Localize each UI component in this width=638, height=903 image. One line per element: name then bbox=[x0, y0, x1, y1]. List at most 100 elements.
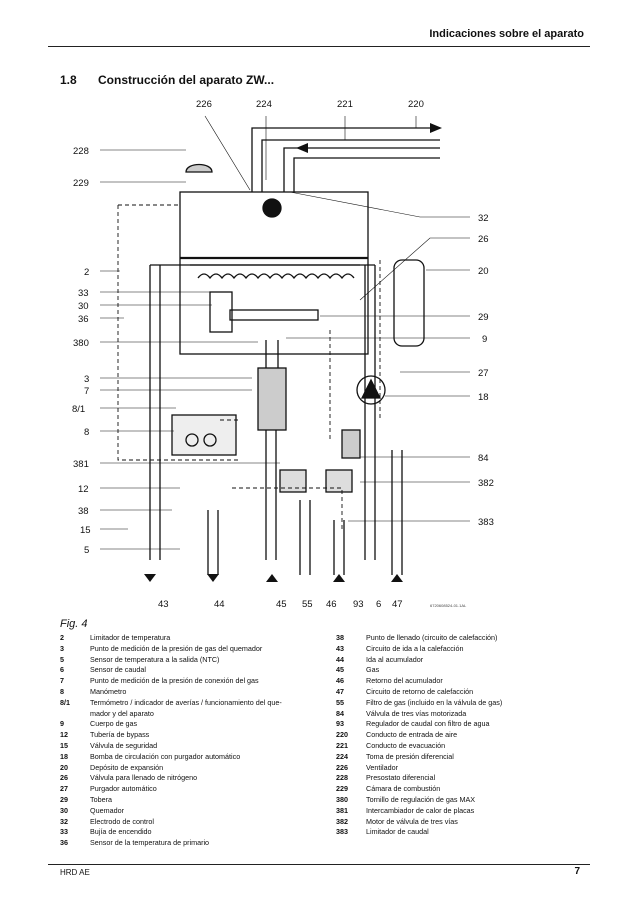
label-29: 29 bbox=[478, 312, 489, 323]
legend-text: Cámara de combustión bbox=[366, 784, 441, 794]
fan bbox=[262, 198, 282, 218]
label-381: 381 bbox=[73, 459, 89, 470]
legend-row: 93 Regulador de caudal con filtro de agua bbox=[336, 719, 586, 730]
legend-key: 12 bbox=[60, 730, 68, 740]
legend-text: Ventilador bbox=[366, 762, 398, 772]
legend-text: Bomba de circulación con purgador automá… bbox=[90, 751, 241, 761]
label-20: 20 bbox=[478, 266, 489, 277]
legend-text: Circuito de retorno de calefacción bbox=[366, 686, 474, 696]
legend-text: Regulador de caudal con filtro de agua bbox=[366, 719, 490, 729]
legend-row: 55 Filtro de gas (incluido en la válvula … bbox=[336, 698, 586, 709]
legend-row: 33 Bujía de encendido bbox=[60, 827, 322, 838]
legend-text: Filtro de gas (incluido en la válvula de… bbox=[366, 697, 503, 707]
legend-key: 36 bbox=[60, 838, 68, 848]
legend-text: Manómetro bbox=[90, 686, 127, 696]
legend-text: Conducto de evacuación bbox=[366, 740, 446, 750]
label-8: 8 bbox=[84, 427, 89, 438]
label-45: 45 bbox=[276, 599, 287, 610]
legend-text: Sensor de temperatura a la salida (NTC) bbox=[90, 654, 220, 664]
label-5: 5 bbox=[84, 545, 89, 556]
legend-text: Tornillo de regulación de gas MAX bbox=[366, 794, 476, 804]
legend-key: 2 bbox=[60, 633, 64, 642]
legend-key: 8/1 bbox=[60, 697, 70, 707]
page-number: 7 bbox=[574, 866, 580, 877]
label-12: 12 bbox=[78, 484, 89, 495]
section-title-text: Construcción del aparato ZW... bbox=[98, 73, 275, 87]
label-228: 228 bbox=[73, 146, 89, 157]
pump bbox=[356, 375, 386, 405]
boiler-diagram: 226 224 221 220 228 229 2 33 30 36 380 3… bbox=[72, 99, 494, 610]
label-33: 33 bbox=[78, 288, 89, 299]
label-27: 27 bbox=[478, 368, 489, 379]
legend-key: 20 bbox=[60, 762, 68, 772]
legend-key: 84 bbox=[336, 708, 344, 718]
figure-caption: Fig. 4 bbox=[60, 618, 88, 630]
diagram-code: 6720608524-01.1AL bbox=[430, 603, 467, 608]
legend-text: Purgador automático bbox=[90, 784, 157, 794]
legend-key: 381 bbox=[336, 805, 348, 815]
gas-valve bbox=[257, 367, 287, 431]
legend-key: 32 bbox=[60, 816, 68, 826]
label-229: 229 bbox=[73, 178, 89, 189]
legend-text: Tobera bbox=[90, 794, 112, 804]
legend-text: Depósito de expansión bbox=[90, 762, 164, 772]
legend-key: 380 bbox=[336, 794, 348, 804]
legend-key: 383 bbox=[336, 827, 348, 837]
page-header: Indicaciones sobre el aparato bbox=[48, 20, 590, 47]
legend-key: 45 bbox=[336, 665, 344, 675]
legend-key: 15 bbox=[60, 740, 68, 750]
legend-key bbox=[60, 709, 90, 720]
label-55: 55 bbox=[302, 599, 313, 610]
legend-text: Punto de medición de la presión de gas d… bbox=[90, 643, 263, 653]
header-title: Indicaciones sobre el aparato bbox=[429, 28, 584, 40]
label-383: 383 bbox=[478, 517, 494, 528]
legend-row: 2 Limitador de temperatura bbox=[60, 633, 322, 644]
legend-text: Bujía de encendido bbox=[90, 827, 152, 837]
label-46: 46 bbox=[326, 599, 337, 610]
label-84: 84 bbox=[478, 453, 489, 464]
legend-key: 220 bbox=[336, 730, 348, 740]
legend-key: 93 bbox=[336, 719, 344, 729]
legend-text: Punto de medición de la presión de conex… bbox=[90, 676, 259, 686]
legend-text: Intercambiador de calor de placas bbox=[366, 805, 475, 815]
label-2: 2 bbox=[84, 267, 89, 278]
footer-left: HRD AE bbox=[60, 868, 90, 877]
legend-key: 229 bbox=[336, 784, 348, 794]
legend-key: 26 bbox=[60, 773, 68, 783]
control-panel bbox=[171, 414, 237, 456]
label-382: 382 bbox=[478, 478, 494, 489]
legend-key: 38 bbox=[336, 633, 344, 642]
legend-key: 7 bbox=[60, 676, 64, 686]
label-7: 7 bbox=[84, 386, 89, 397]
legend-text: Limitador de temperatura bbox=[90, 633, 171, 642]
legend-text: Ida al acumulador bbox=[366, 654, 424, 664]
legend-row: 20 Depósito de expansión bbox=[60, 763, 322, 774]
legend-key: 33 bbox=[60, 827, 68, 837]
legend-key: 55 bbox=[336, 697, 344, 707]
legend-text: Toma de presión diferencial bbox=[366, 751, 454, 761]
legend-row: mador y del aparato bbox=[60, 709, 322, 720]
label-226: 226 bbox=[196, 99, 212, 110]
legend-text: mador y del aparato bbox=[90, 708, 154, 718]
legend-key: 221 bbox=[336, 740, 348, 750]
